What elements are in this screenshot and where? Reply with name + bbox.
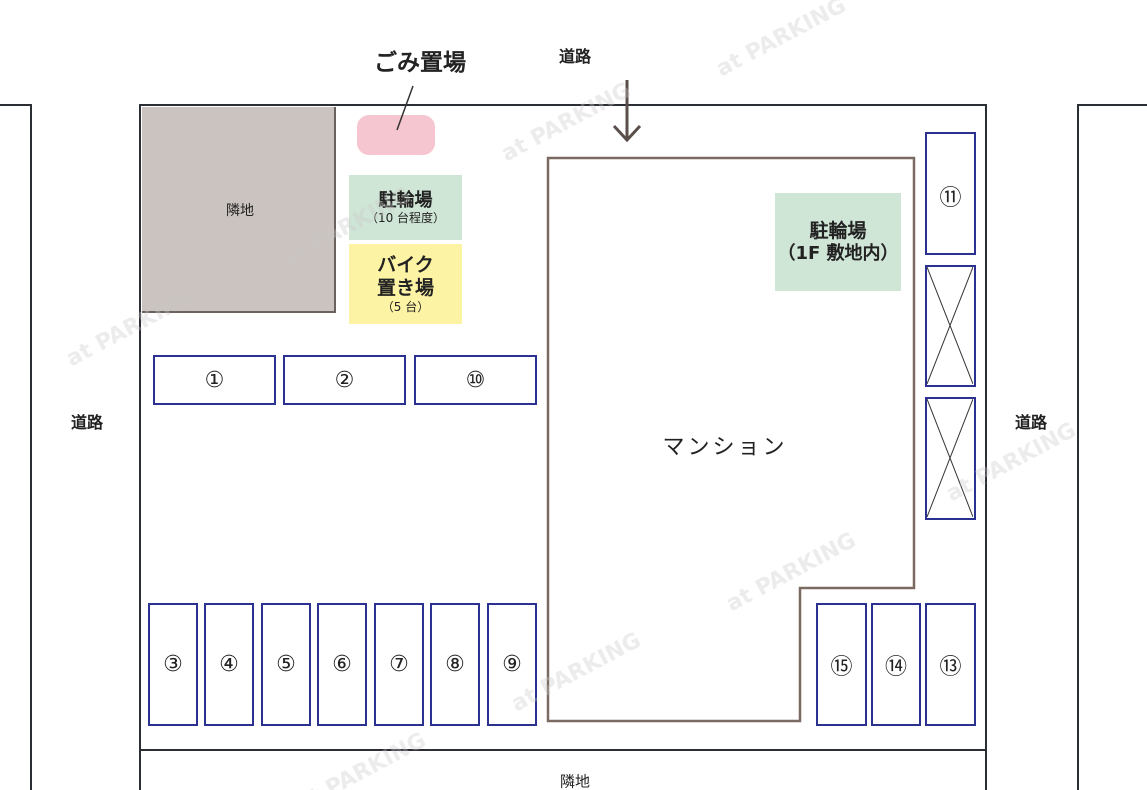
parking-slot-14[interactable]: ⑭ (871, 603, 921, 726)
parking-slot-11[interactable]: ⑪ (925, 132, 976, 255)
garbage-label: ごみ置場 (374, 50, 466, 76)
cross-icon (927, 267, 973, 384)
neighbor-label: 隣地 (226, 203, 254, 219)
bike-title-1: バイク (377, 254, 434, 276)
parking-slot-6[interactable]: ⑥ (317, 603, 367, 726)
left-road-edge (0, 104, 32, 106)
bicycle-right-title: 駐輪場 (809, 219, 867, 242)
neighbor-bottom-label: 隣地 (559, 772, 591, 790)
garbage-leader-line (396, 85, 414, 131)
unavailable-slot (925, 265, 976, 387)
bicycle-parking-right: 駐輪場 （1F 敷地内） (775, 193, 901, 291)
parking-slot-3[interactable]: ③ (148, 603, 198, 726)
road-label-top: 道路 (558, 47, 592, 66)
neighbor-plot (142, 107, 336, 313)
parking-slot-8[interactable]: ⑧ (430, 603, 480, 726)
parking-slot-5[interactable]: ⑤ (261, 603, 311, 726)
mansion-label: マンション (662, 435, 788, 460)
bike-sub: （5 台） (381, 299, 430, 314)
bicycle-left-title: 駐輪場 (378, 189, 433, 211)
garbage-area (357, 115, 435, 155)
right-road-edge (1077, 104, 1079, 790)
bike-parking: バイク 置き場 （5 台） (349, 244, 462, 324)
parking-slot-10[interactable]: ⑩ (414, 355, 537, 405)
right-road-edge (1077, 104, 1147, 106)
parking-slot-15[interactable]: ⑮ (816, 603, 867, 726)
bike-title-2: 置き場 (376, 276, 434, 299)
bottom-neighbor-left-edge (139, 750, 141, 790)
road-label-left: 道路 (70, 413, 104, 432)
entrance-arrow-icon (612, 80, 642, 143)
left-road-edge (30, 104, 32, 790)
parking-slot-9[interactable]: ⑨ (487, 603, 537, 726)
unavailable-slot (925, 397, 976, 520)
road-label-right: 道路 (1014, 413, 1048, 432)
parking-slot-2[interactable]: ② (283, 355, 406, 405)
lot-boundary (139, 104, 987, 751)
parking-slot-1[interactable]: ① (153, 355, 276, 405)
bottom-neighbor-right-edge (985, 750, 987, 790)
parking-slot-4[interactable]: ④ (204, 603, 254, 726)
bicycle-right-sub: （1F 敷地内） (777, 242, 899, 264)
bicycle-parking-left: 駐輪場 （10 台程度） (349, 175, 462, 240)
parking-slot-13[interactable]: ⑬ (925, 603, 976, 726)
cross-icon (927, 399, 973, 517)
bicycle-left-sub: （10 台程度） (365, 211, 446, 226)
parking-slot-7[interactable]: ⑦ (374, 603, 424, 726)
mansion-outline (546, 156, 916, 723)
